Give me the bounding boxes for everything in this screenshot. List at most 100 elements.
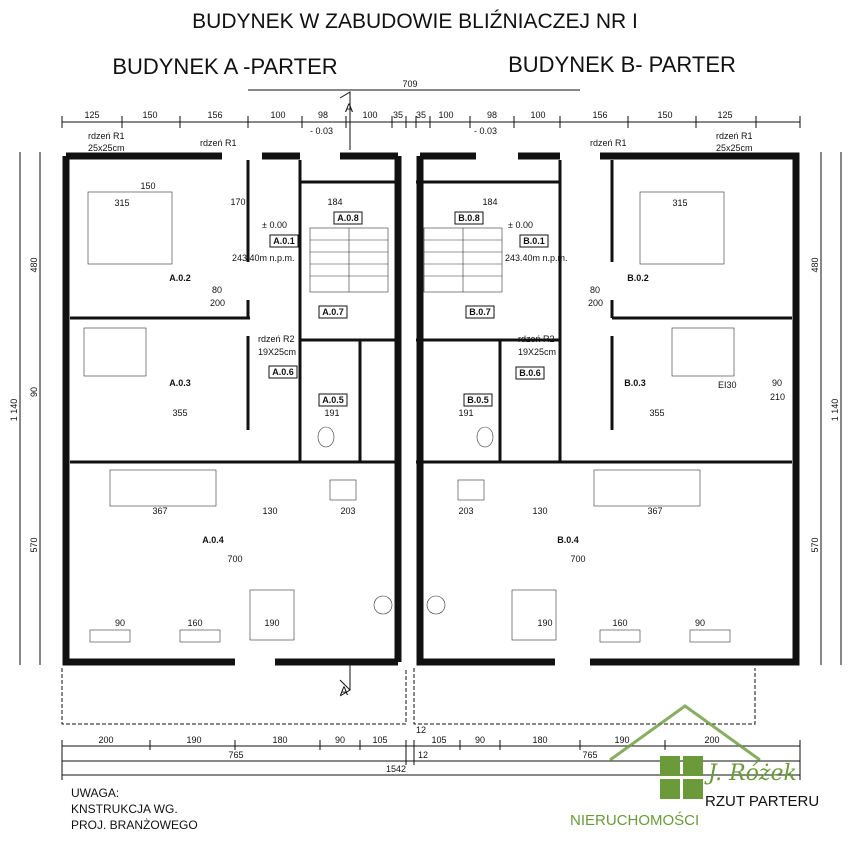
dim: 100 [438, 110, 453, 120]
dim-570-right: 570 [810, 537, 820, 552]
building-b-walls [416, 152, 800, 666]
dim: 100 [362, 110, 377, 120]
dim: 130 [532, 506, 547, 516]
dim: 90 [695, 618, 705, 628]
building-a-interior-walls [70, 160, 398, 464]
room-b08: B.0.8 [458, 213, 480, 223]
building-b-title: BUDYNEK B- PARTER [508, 52, 736, 77]
note-heading: UWAGA: [71, 786, 119, 800]
dim-gap: 12 [416, 725, 426, 735]
dim-765-b: 765 [582, 750, 597, 760]
drawing-title: BUDYNEK W ZABUDOWIE BLIŹNIACZEJ NR I [192, 10, 638, 33]
room-a01: A.0.1 [273, 236, 295, 246]
dim: 100 [270, 110, 285, 120]
dim-570-left: 570 [29, 537, 39, 552]
dim: 355 [649, 408, 664, 418]
level-entry: - 0.03 [474, 126, 497, 136]
room-a03: A.0.3 [169, 378, 191, 388]
dim: 160 [612, 618, 627, 628]
furniture-b [426, 191, 735, 643]
core-label: rdzeń R1 [200, 138, 237, 148]
section-marker-top [339, 91, 351, 150]
building-a-walls [62, 152, 402, 666]
dim: 190 [186, 735, 201, 745]
building-a-title: BUDYNEK A -PARTER [112, 54, 337, 79]
core-r2-size: 19X25cm [518, 347, 556, 357]
dim-1140-left: 1 140 [9, 399, 19, 422]
level-floor: ± 0.00 [508, 220, 533, 230]
section-label-bottom: A [340, 684, 348, 698]
terrace-outline [61, 668, 756, 725]
dim: 191 [458, 408, 473, 418]
ei30-label: EI30 [718, 380, 737, 390]
level-entry: - 0.03 [310, 126, 333, 136]
room-b02: B.0.2 [627, 273, 649, 283]
dim-90-left: 90 [29, 387, 39, 397]
bottom-dims: 200 190 180 90 105 12 105 90 180 190 200… [98, 725, 719, 774]
dim: 180 [532, 735, 547, 745]
core-size: 25x25cm [716, 143, 753, 153]
dim: 130 [262, 506, 277, 516]
stairs-a [309, 227, 389, 293]
logo-watermark: J. Różek NIERUCHOMOŚCI [570, 704, 797, 829]
room-labels-a: A.0.1 A.0.2 A.0.3 A.0.4 A.0.5 A.0.6 A.0.… [169, 211, 363, 545]
dim: 170 [230, 197, 245, 207]
core-r2: rdzeń R2 [518, 334, 555, 344]
building-b-interior-walls [416, 160, 792, 464]
dim-gap: 12 [418, 750, 428, 760]
section-marker-bottom [339, 665, 351, 697]
dim: 150 [142, 110, 157, 120]
logo-roof-icon [609, 704, 761, 762]
dim: 90 [475, 735, 485, 745]
dim: 700 [570, 554, 585, 564]
dim: 160 [187, 618, 202, 628]
dim: 200 [98, 735, 113, 745]
room-b05: B.0.5 [467, 395, 489, 405]
door-height: 200 [588, 298, 603, 308]
dim: 105 [431, 735, 446, 745]
dim: 125 [717, 110, 732, 120]
room-a06: A.0.6 [272, 367, 294, 377]
note-line: PROJ. BRANŻOWEGO [71, 818, 198, 832]
core-label: rdzeń R1 [716, 131, 753, 141]
inner-dims: 315 315 150 170 184 184 355 355 367 367 … [114, 181, 736, 628]
dim: 367 [647, 506, 662, 516]
dim: 98 [487, 110, 497, 120]
room-b04: B.0.4 [557, 535, 579, 545]
door-height: 200 [210, 298, 225, 308]
dim: 90 [335, 735, 345, 745]
dim: 156 [592, 110, 607, 120]
dim: 150 [140, 181, 155, 191]
dim-765-a: 765 [228, 750, 243, 760]
dim-480-left: 480 [29, 257, 39, 272]
dim: 156 [207, 110, 222, 120]
room-b06: B.0.6 [519, 368, 541, 378]
dim: 190 [537, 618, 552, 628]
logo-text: NIERUCHOMOŚCI [570, 811, 699, 829]
door-width: 80 [590, 285, 600, 295]
dim: 184 [327, 197, 342, 207]
room-a08: A.0.8 [337, 213, 359, 223]
dim: 190 [614, 735, 629, 745]
room-a05: A.0.5 [322, 395, 344, 405]
level-npm: 243.40m n.p.m. [505, 253, 568, 263]
note-line: KNSTRUKCJA WG. [71, 802, 178, 816]
dim: 105 [372, 735, 387, 745]
dim-210-right: 210 [770, 392, 785, 402]
room-b03: B.0.3 [624, 378, 646, 388]
room-a07: A.0.7 [322, 307, 344, 317]
dim-1542: 1542 [386, 764, 406, 774]
core-r2: rdzeń R2 [258, 334, 295, 344]
room-b07: B.0.7 [469, 307, 491, 317]
room-a02: A.0.2 [169, 273, 191, 283]
dim: 191 [324, 408, 339, 418]
stairs-b [423, 227, 503, 293]
dim: 90 [115, 618, 125, 628]
section-label-top: A [345, 101, 353, 115]
core-size: 25x25cm [88, 143, 125, 153]
level-floor: ± 0.00 [262, 220, 287, 230]
dim-480-right: 480 [810, 257, 820, 272]
level-npm: 243.40m n.p.m. [232, 253, 295, 263]
dim: 125 [84, 110, 99, 120]
dim: 200 [704, 735, 719, 745]
